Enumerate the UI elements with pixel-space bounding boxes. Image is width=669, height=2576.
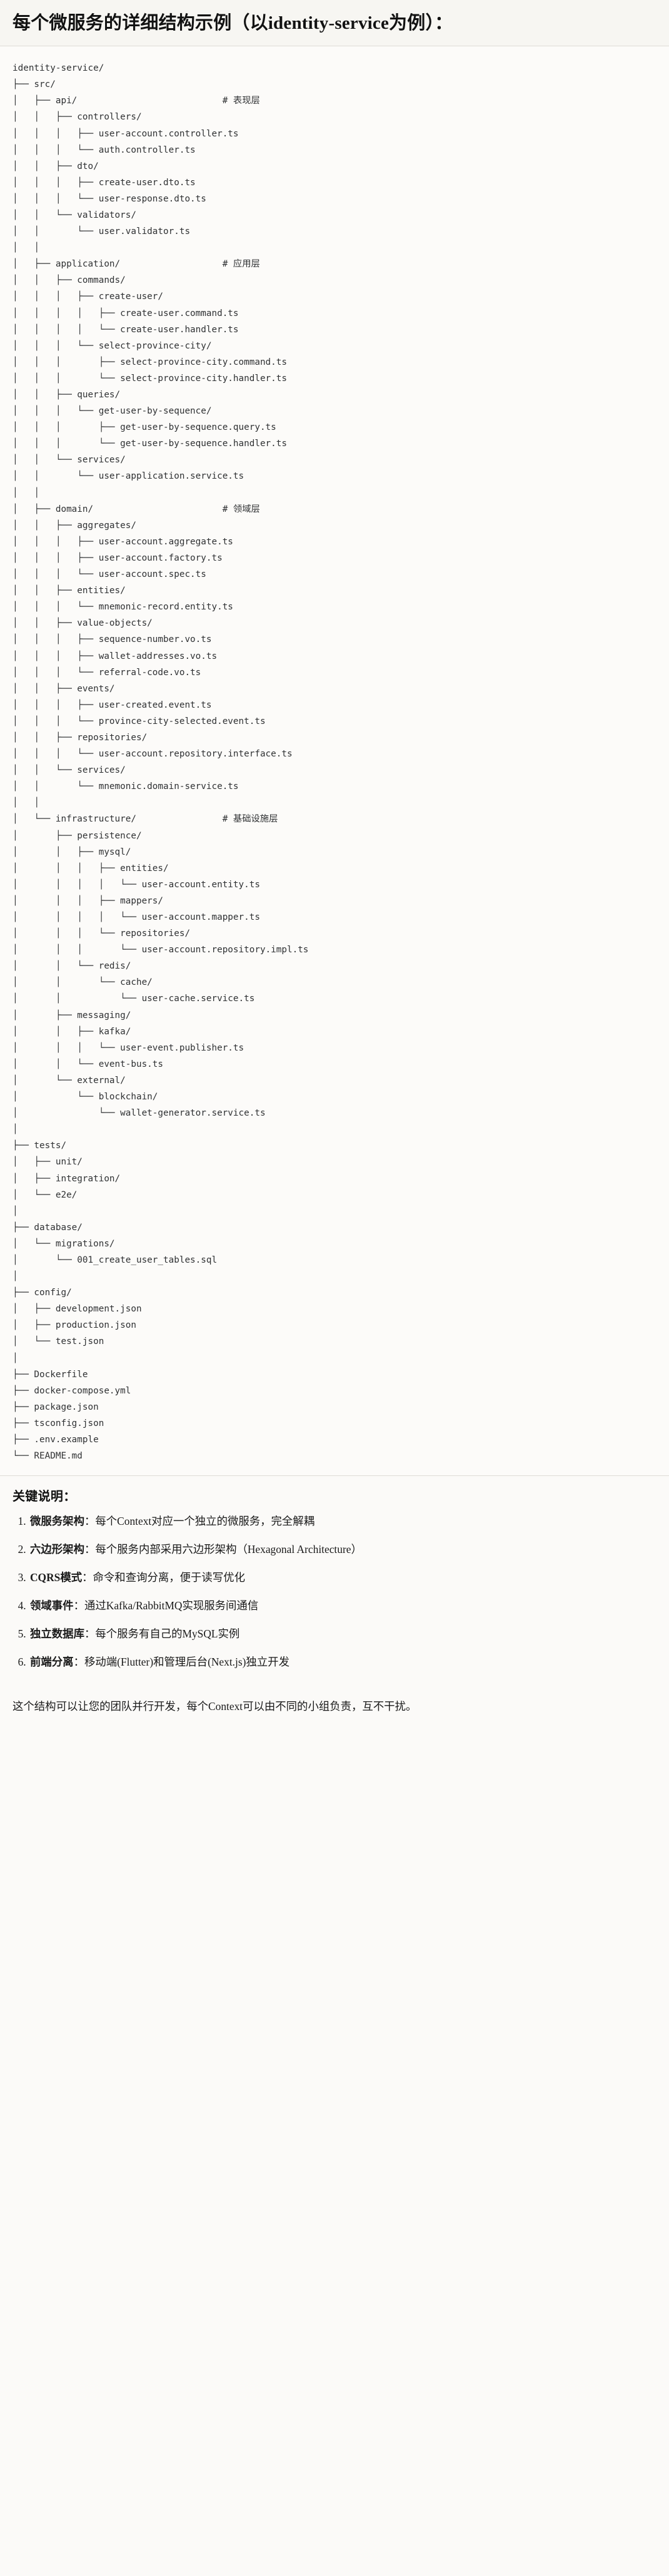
keypoint-term: CQRS模式 — [30, 1571, 83, 1584]
keypoints-heading: 关键说明： — [13, 1490, 76, 1504]
keypoint-desc: 每个Context对应一个独立的微服务，完全解耦 — [95, 1515, 315, 1528]
keypoint-term: 六边形架构 — [30, 1543, 84, 1556]
keypoint-desc: 通过Kafka/RabbitMQ实现服务间通信 — [84, 1599, 259, 1612]
closing-paragraph: 这个结构可以让您的团队并行开发，每个Context可以由不同的小组负责，互不干扰… — [13, 1700, 417, 1713]
page-root: 每个微服务的详细结构示例（以identity-service为例）： ident… — [0, 0, 669, 1726]
list-item: 领域事件：通过Kafka/RabbitMQ实现服务间通信 — [29, 1597, 656, 1614]
list-item: 前端分离：移动端(Flutter)和管理后台(Next.js)独立开发 — [29, 1654, 656, 1671]
tree-divider — [0, 1475, 669, 1477]
keypoint-desc: 命令和查询分离，便于读写优化 — [93, 1571, 245, 1584]
directory-tree: identity-service/ ├── src/ │ ├── api/ # … — [13, 63, 309, 1462]
keypoint-sep: ： — [84, 1543, 96, 1556]
keypoint-desc: 每个服务内部采用六边形架构（Hexagonal Architecture） — [95, 1543, 362, 1556]
keypoint-desc: 移动端(Flutter)和管理后台(Next.js)独立开发 — [84, 1656, 289, 1669]
keypoint-term: 领域事件 — [30, 1599, 74, 1612]
page-title: 每个微服务的详细结构示例（以identity-service为例）： — [0, 0, 669, 46]
keypoint-sep: ： — [84, 1627, 96, 1641]
keypoint-sep: ： — [84, 1515, 96, 1528]
list-item: CQRS模式：命令和查询分离，便于读写优化 — [29, 1569, 656, 1586]
keypoints-section: 关键说明： 微服务架构：每个Context对应一个独立的微服务，完全解耦 六边形… — [0, 1476, 669, 1689]
keypoints-list: 微服务架构：每个Context对应一个独立的微服务，完全解耦 六边形架构：每个服… — [13, 1513, 656, 1671]
list-item: 独立数据库：每个服务有自己的MySQL实例 — [29, 1626, 656, 1642]
keypoint-sep: ： — [73, 1599, 84, 1612]
keypoint-sep: ： — [82, 1571, 93, 1584]
directory-tree-block: identity-service/ ├── src/ │ ├── api/ # … — [0, 46, 669, 1476]
keypoint-sep: ： — [73, 1656, 84, 1669]
keypoint-term: 微服务架构 — [30, 1515, 84, 1528]
list-item: 微服务架构：每个Context对应一个独立的微服务，完全解耦 — [29, 1513, 656, 1530]
keypoint-desc: 每个服务有自己的MySQL实例 — [95, 1627, 240, 1641]
list-item: 六边形架构：每个服务内部采用六边形架构（Hexagonal Architectu… — [29, 1541, 656, 1558]
keypoint-term: 独立数据库 — [30, 1627, 84, 1641]
keypoint-term: 前端分离 — [30, 1656, 74, 1669]
